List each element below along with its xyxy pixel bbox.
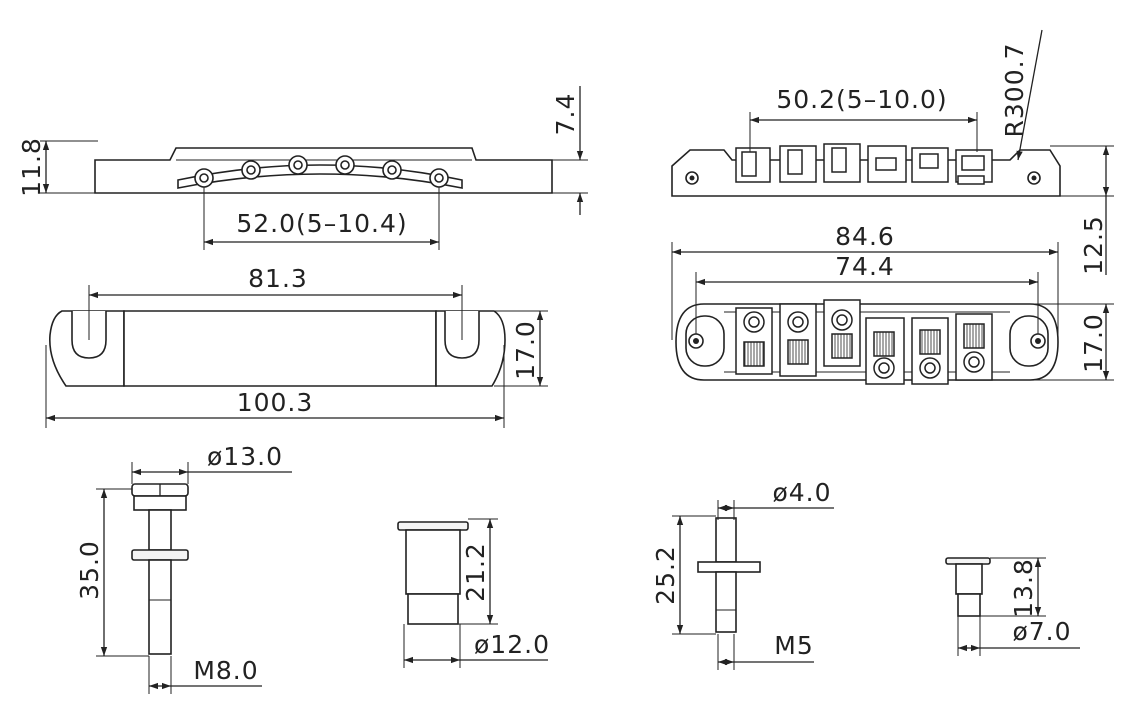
tailpiece-string-holes: [194, 155, 449, 188]
dim-label: ø12.0: [474, 630, 550, 659]
dim-label: 100.3: [237, 388, 314, 417]
dim-bridge-radius: R300.7: [1000, 29, 1043, 161]
dim-stud-head-diameter: ø13.0: [131, 442, 292, 484]
dim-label: 21.2: [461, 542, 490, 602]
dim-bushing-height: 13.8: [980, 557, 1046, 618]
dim-label: 25.2: [651, 545, 680, 605]
bridge-top-view: [675, 299, 1059, 385]
dim-label: 74.4: [835, 252, 895, 281]
dim-label: 13.8: [1009, 558, 1038, 618]
dim-post-length: 25.2: [651, 515, 716, 635]
dim-post-diameter: ø4.0: [717, 478, 834, 520]
dim-tailpiece-side-offset: 7.4: [551, 86, 588, 215]
dim-label: 52.0(5–10.4): [236, 209, 407, 238]
dim-anchor-height: 21.2: [458, 518, 498, 625]
dim-label: R300.7: [1000, 43, 1029, 138]
bridge-post-m5: [697, 517, 761, 633]
dim-post-thread: M5: [717, 631, 814, 670]
dim-label: 81.3: [248, 264, 308, 293]
dim-label: 11.8: [17, 137, 46, 197]
dim-tailpiece-side-height: 11.8: [17, 137, 98, 197]
dim-label: 17.0: [511, 320, 540, 380]
dim-label: 50.2(5–10.0): [776, 85, 947, 114]
post-bushing: [945, 557, 991, 617]
dim-bridge-saddle-spacing: 50.2(5–10.0): [749, 85, 978, 152]
bridge-side-view: [671, 143, 1061, 197]
dim-label: M5: [774, 631, 813, 660]
dim-label: ø7.0: [1012, 617, 1071, 646]
dim-label: 84.6: [835, 222, 895, 251]
dim-label: ø4.0: [772, 478, 831, 507]
dim-anchor-diameter: ø12.0: [403, 624, 550, 668]
dim-bridge-height: 12.5: [1050, 145, 1114, 275]
dim-tailpiece-stud-spacing: 52.0(5–10.4): [203, 187, 440, 250]
dim-label: 7.4: [551, 93, 580, 136]
dim-bridge-length: 84.6: [671, 222, 1059, 340]
stud-anchor: [397, 521, 469, 625]
dim-tailpiece-length: 100.3: [45, 345, 505, 428]
dim-label: ø13.0: [207, 442, 283, 471]
dim-bushing-diameter: ø7.0: [957, 616, 1080, 656]
dim-bridge-post-spacing: 74.4: [695, 252, 1039, 334]
dim-label: 35.0: [75, 540, 104, 600]
bridge-saddles-side: [735, 143, 993, 185]
dim-label: M8.0: [193, 656, 258, 685]
dim-bridge-top-width: 17.0: [1030, 303, 1114, 381]
bridge-saddles-top: [735, 299, 993, 385]
dim-tailpiece-top-width: 17.0: [494, 310, 548, 387]
dim-tailpiece-slot-spacing: 81.3: [88, 264, 463, 340]
dim-label: 12.5: [1079, 215, 1108, 275]
tailpiece-side-view: [94, 147, 553, 194]
dim-stud-length: 35.0: [75, 488, 149, 657]
dim-stud-thread: M8.0: [148, 656, 262, 694]
tailpiece-top-view: [49, 310, 506, 387]
dim-label: 17.0: [1079, 313, 1108, 373]
stud-m8: [131, 483, 189, 655]
